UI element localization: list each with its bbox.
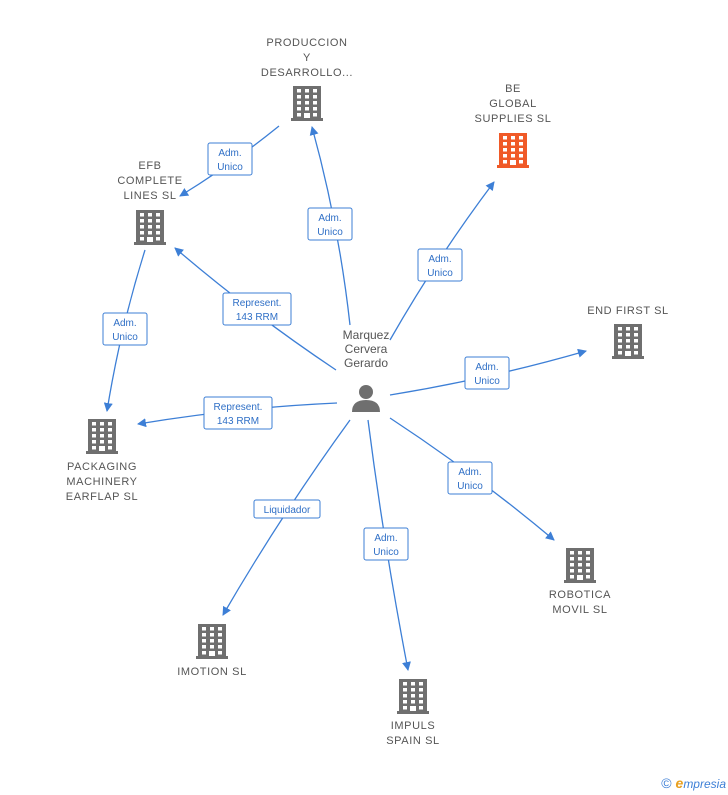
edge-label-text: Adm. — [374, 533, 397, 544]
building-icon — [86, 419, 118, 454]
company-node-robotica[interactable]: ROBOTICA MOVIL SL — [549, 548, 611, 616]
edge-label-box[interactable] — [253, 499, 321, 519]
edge-be-global: Adm. Unico — [389, 181, 495, 341]
edge-label-text: Adm. — [428, 254, 451, 265]
edge-produccion-efb: Adm. Unico — [179, 125, 280, 197]
company-node-end-first[interactable]: END FIRST SL — [587, 305, 669, 359]
building-icon — [564, 548, 596, 583]
edge-label-text: Adm. — [475, 362, 498, 373]
company-name-line: IMPULS — [391, 720, 436, 732]
footer-brand: ©empresia — [661, 775, 726, 791]
edge-label-text: Represent. — [233, 298, 282, 309]
company-name-line: IMOTION SL — [177, 666, 247, 678]
company-name-line: LINES SL — [123, 190, 176, 202]
building-icon — [291, 86, 323, 121]
company-name-line: DESARROLLO... — [261, 67, 353, 79]
company-name-line: PRODUCCION — [266, 37, 347, 49]
edge-label-box[interactable] — [207, 142, 253, 176]
edge-label-box[interactable] — [447, 461, 493, 495]
company-node-packaging[interactable]: PACKAGING MACHINERY EARFLAP SL — [66, 419, 138, 503]
edge-robotica: Adm. Unico — [389, 417, 555, 541]
edge-label-box[interactable] — [363, 527, 409, 561]
edge-label-text: 143 RRM — [217, 416, 259, 427]
company-name-line: COMPLETE — [117, 175, 182, 187]
company-node-produccion[interactable]: PRODUCCION Y DESARROLLO... — [261, 37, 353, 121]
edge-label-text: Adm. — [458, 467, 481, 478]
company-name-line: MACHINERY — [66, 476, 137, 488]
edge-efb-packaging: Adm. Unico — [102, 249, 148, 412]
building-icon — [497, 133, 529, 168]
edge-label-box[interactable] — [417, 248, 463, 282]
person-icon — [352, 385, 380, 412]
copyright-symbol: © — [661, 775, 672, 791]
edge-label-text: Adm. — [113, 318, 136, 329]
company-name-line: GLOBAL — [489, 98, 537, 110]
company-name-line: EARFLAP SL — [66, 491, 138, 503]
person-name-line: Gerardo — [344, 356, 388, 370]
edge-efb: Represent. 143 RRM — [174, 247, 337, 371]
edge-label-text: Represent. — [214, 402, 263, 413]
edge-packaging: Represent. 143 RRM — [137, 396, 338, 430]
edge-produccion: Adm. Unico — [307, 126, 353, 326]
brand-logo-initial: e — [675, 775, 684, 791]
edge-label-text: Adm. — [218, 148, 241, 159]
person-name-line: Marquez — [343, 328, 390, 342]
edge-label-text: Unico — [457, 481, 483, 492]
brand-logo-text: mpresia — [683, 777, 726, 791]
edge-label-text: Unico — [217, 162, 243, 173]
company-name-line: EFB — [138, 160, 161, 172]
edge-label-box[interactable] — [307, 207, 353, 241]
edge-label-box[interactable] — [222, 292, 292, 326]
edge-label-box[interactable] — [102, 312, 148, 346]
edge-imotion: Liquidador — [222, 419, 351, 616]
edge-label-text: Unico — [474, 376, 500, 387]
edge-label-text: 143 RRM — [236, 312, 278, 323]
company-name-line: MOVIL SL — [552, 604, 607, 616]
edge-label-box[interactable] — [464, 356, 510, 390]
company-name-line: PACKAGING — [67, 461, 137, 473]
company-name-line: ROBOTICA — [549, 589, 611, 601]
edge-label-text: Unico — [317, 227, 343, 238]
edge-impuls: Adm. Unico — [363, 419, 411, 671]
company-name-line: SUPPLIES SL — [475, 113, 552, 125]
edge-label-text: Unico — [112, 332, 138, 343]
person-name-line: Cervera — [345, 342, 388, 356]
edge-label-text: Adm. — [318, 213, 341, 224]
building-icon — [134, 210, 166, 245]
edge-label-box[interactable] — [203, 396, 273, 430]
edge-label-text: Unico — [427, 268, 453, 279]
building-icon — [397, 679, 429, 714]
building-icon — [196, 624, 228, 659]
company-node-imotion[interactable]: IMOTION SL — [177, 624, 247, 678]
company-node-be-global[interactable]: BE GLOBAL SUPPLIES SL — [475, 83, 552, 168]
company-node-impuls[interactable]: IMPULS SPAIN SL — [386, 679, 440, 747]
edge-label-text: Liquidador — [264, 505, 311, 516]
edge-label-text: Unico — [373, 547, 399, 558]
company-name-line: END FIRST SL — [587, 305, 669, 317]
building-icon — [612, 324, 644, 359]
company-name-line: SPAIN SL — [386, 735, 440, 747]
edge-end-first: Adm. Unico — [389, 348, 587, 396]
company-name-line: BE — [505, 83, 521, 95]
company-name-line: Y — [303, 52, 311, 64]
company-node-efb[interactable]: EFB COMPLETE LINES SL — [117, 160, 182, 245]
